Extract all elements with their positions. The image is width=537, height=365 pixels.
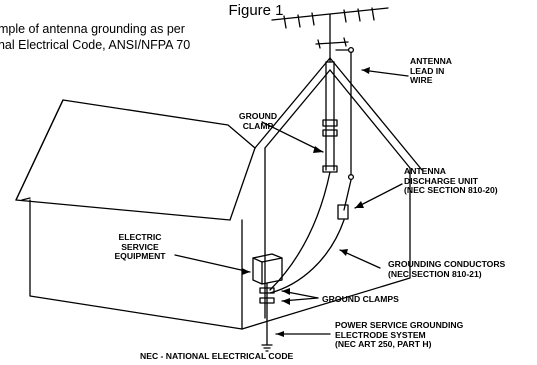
label-power-service-grounding: POWER SERVICE GROUNDING ELECTRODE SYSTEM… — [335, 320, 464, 350]
label-antenna-lead-in-wire: ANTENNA LEAD IN WIRE — [410, 56, 453, 86]
mast-ground-clamps — [322, 119, 338, 173]
footnote-nec: NEC - NATIONAL ELECTRICAL CODE — [140, 351, 294, 361]
electric-service-box — [252, 253, 283, 285]
house — [15, 57, 423, 330]
label-ground-clamps: GROUND CLAMPS — [322, 294, 399, 304]
lead-in-wire — [269, 46, 355, 294]
label-grounding-conductors: GROUNDING CONDUCTORS (NEC SECTION 810-21… — [388, 259, 506, 279]
figure-caption-line1: ample of antenna grounding as per — [0, 22, 185, 36]
discharge-unit — [337, 204, 349, 220]
figure-caption-line2: onal Electrical Code, ANSI/NFPA 70 — [0, 38, 191, 52]
ground-rod — [259, 283, 275, 352]
antenna — [271, 7, 389, 63]
label-antenna-discharge-unit: ANTENNA DISCHARGE UNIT (NEC SECTION 810-… — [404, 166, 498, 196]
label-electric-service-equipment: ELECTRIC SERVICE EQUIPMENT — [114, 232, 166, 262]
figure-title: Figure 1 — [228, 2, 284, 19]
label-ground-clamp: GROUND CLAMP — [238, 111, 278, 131]
mast-grounding-conductor — [269, 171, 331, 291]
antenna-mast — [325, 61, 335, 171]
